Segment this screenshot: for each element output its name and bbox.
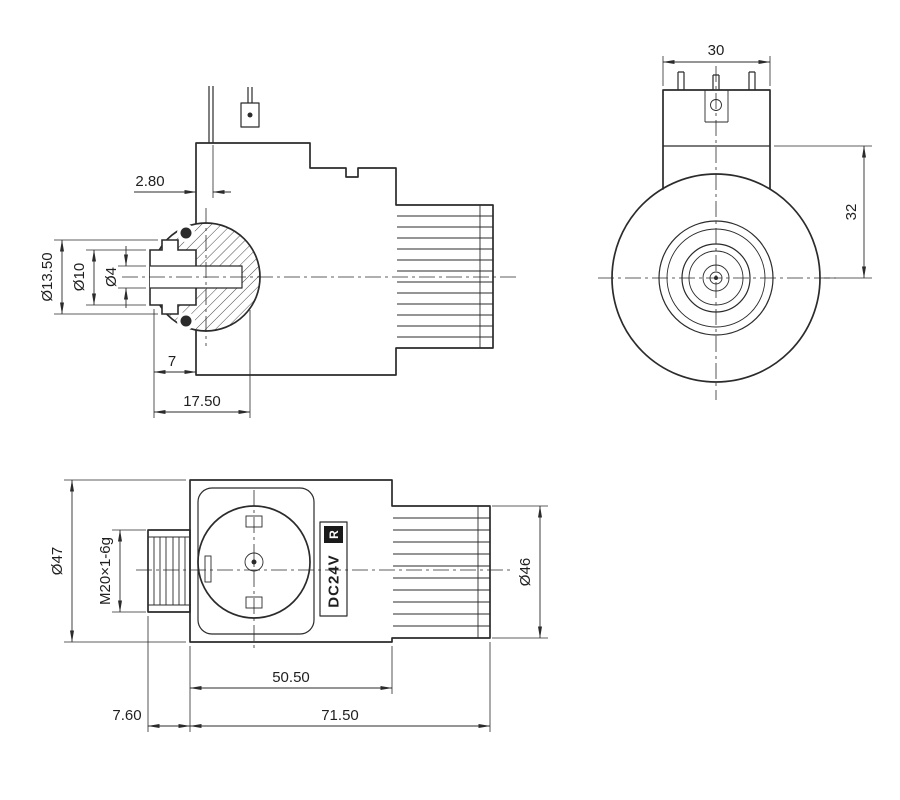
label-box <box>319 521 348 617</box>
dim-thread-spec: M20×1-6g <box>97 529 146 613</box>
thread-collar <box>147 529 191 613</box>
centerlines <box>122 208 518 346</box>
din-connector-face <box>197 487 315 635</box>
centerlines <box>598 66 836 400</box>
center-screw-dot <box>251 559 257 565</box>
registered-mark-box <box>324 526 343 543</box>
dim-tube-dia: Ø46 <box>492 505 548 639</box>
dim-tip-length: 7 <box>153 309 197 418</box>
ext-lines <box>112 529 146 613</box>
dim-label-tube-dia: Ø46 <box>517 558 534 586</box>
ext-lines <box>54 239 158 315</box>
dim-overall-length: 71.50 <box>189 642 491 732</box>
dim-center-height: 32 <box>774 145 872 279</box>
coil-body-outline <box>189 479 491 643</box>
voltage-label: R DC24V <box>319 521 348 617</box>
dim-body-length: 50.50 <box>189 646 393 694</box>
dimensions: 2.80 Ø13.50 Ø10 Ø4 7 <box>39 145 251 418</box>
dim-label-connector-width: 30 <box>708 42 725 59</box>
oring-bottom <box>180 315 192 327</box>
oring-top <box>180 227 192 239</box>
center-channel <box>704 90 729 123</box>
dim-boss-length: 17.50 <box>153 310 251 418</box>
dim-label-overall-length: 71.50 <box>321 707 359 724</box>
rib-lines <box>397 215 493 338</box>
pin-dot <box>247 112 253 118</box>
dim-label-body-length: 50.50 <box>272 669 310 686</box>
dim-dia-neck: Ø10 <box>71 249 146 306</box>
coil-body-outline <box>195 142 494 376</box>
pin-block <box>240 102 260 128</box>
dim-label-coil-dia: Ø47 <box>49 547 66 575</box>
dim-label-collar-length: 7.60 <box>112 707 141 724</box>
dim-label-boss-length: 17.50 <box>183 393 221 410</box>
dim-dia-collar: Ø13.50 <box>39 239 158 315</box>
housing-outline <box>662 89 771 190</box>
dim-connector-width: 30 <box>662 42 771 86</box>
dim-label-pin-offset: 2.80 <box>135 173 164 190</box>
dim-label-center-height: 32 <box>843 204 860 221</box>
view-side-connector: R DC24V Ø47 M20×1-6g Ø46 <box>49 479 548 732</box>
dim-label-dia-collar: Ø13.50 <box>39 252 56 301</box>
collar-outline <box>147 529 191 613</box>
dim-label-dia-neck: Ø10 <box>71 263 88 291</box>
pin-lines <box>208 86 253 143</box>
view-front: 30 32 <box>598 42 872 400</box>
dim-pin-offset: 2.80 <box>134 145 231 198</box>
dim-dia-hole: Ø4 <box>103 246 146 308</box>
ext-lines <box>662 56 771 86</box>
dim-label-tip-length: 7 <box>168 353 176 370</box>
connector-housing <box>662 71 771 190</box>
dimensions: Ø47 M20×1-6g Ø46 50.50 7.60 <box>49 479 548 732</box>
view-side-section: 2.80 Ø13.50 Ø10 Ø4 7 <box>39 86 518 418</box>
rib-lines <box>393 517 490 627</box>
registered-mark: R <box>327 530 341 539</box>
centerlines <box>136 490 514 652</box>
dim-collar-length: 7.60 <box>112 616 191 732</box>
thread-lines <box>148 536 190 606</box>
dim-coil-dia: Ø47 <box>49 479 186 643</box>
top-pins <box>677 71 756 90</box>
dimensions: 30 32 <box>662 42 872 279</box>
dim-label-dia-hole: Ø4 <box>103 267 120 287</box>
side-slot <box>204 555 212 583</box>
voltage-text: DC24V <box>326 554 343 607</box>
dim-label-thread-spec: M20×1-6g <box>97 537 114 605</box>
ext-lines <box>64 479 186 643</box>
connector-pins <box>208 86 260 143</box>
ext-lines <box>118 265 146 289</box>
ext-lines <box>86 249 146 306</box>
ext-lines <box>147 616 191 732</box>
